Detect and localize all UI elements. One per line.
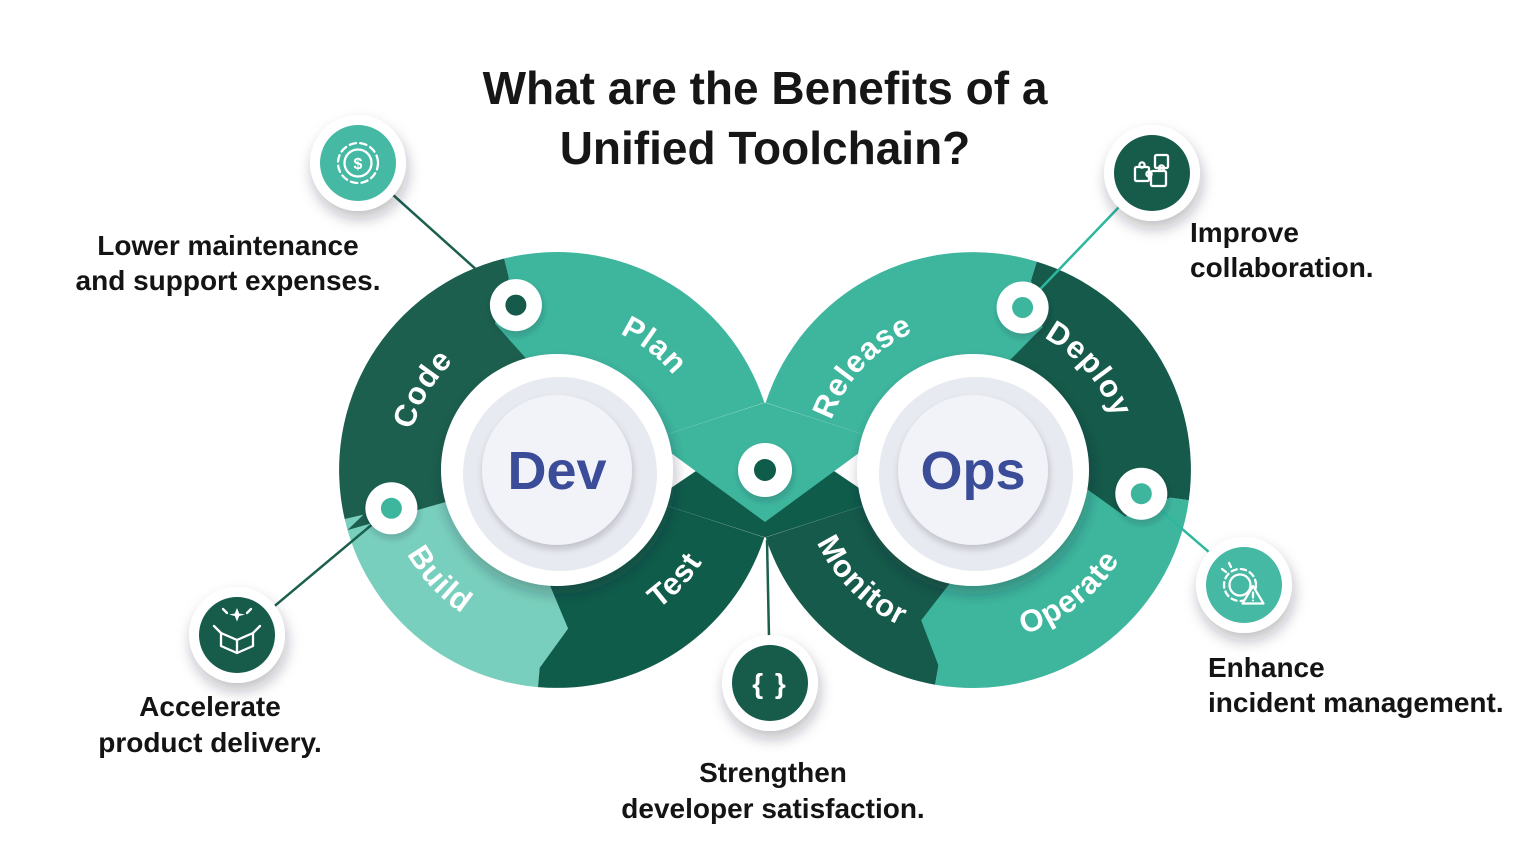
junction-marker-code-build [365, 482, 418, 535]
segment-deploy [1002, 261, 1191, 501]
segment-build [344, 492, 549, 688]
benefit-improve-collaboration: Improve collaboration. [1190, 217, 1374, 283]
braces-glyph: { } [752, 668, 788, 699]
benefit-text: Lower maintenance [97, 230, 358, 261]
junction-markers [365, 279, 1168, 535]
ops-label: Ops [920, 441, 1025, 501]
gear-alert-icon [1196, 537, 1292, 633]
benefit-developer-satisfaction: Strengthen developer satisfaction. [621, 757, 924, 824]
benefit-text: and support expenses. [76, 265, 381, 296]
benefit-accelerate-delivery: Accelerate product delivery. [98, 691, 322, 758]
code-braces-icon: { } [722, 635, 818, 731]
junction-marker-deploy-operate [1115, 467, 1168, 520]
puzzle-icon [1104, 125, 1200, 221]
page-title: What are the Benefits of a Unified Toolc… [483, 62, 1048, 174]
junction-marker-plan-code [489, 279, 542, 332]
benefit-text: Accelerate [139, 691, 281, 722]
build-arrowhead [526, 569, 569, 686]
connector-strengthen [765, 539, 771, 638]
dollar-glyph: $ [354, 156, 363, 173]
segment-test [538, 500, 765, 688]
dollar-gear-icon: $ [310, 115, 406, 211]
benefit-text: Strengthen [699, 757, 847, 788]
junction-marker-release-deploy [996, 281, 1049, 334]
benefit-text: developer satisfaction. [621, 793, 924, 824]
segment-plan [504, 252, 765, 440]
title-line-2: Unified Toolchain? [560, 122, 971, 174]
benefit-text: Enhance [1208, 652, 1325, 683]
benefit-text: product delivery. [98, 727, 322, 758]
dev-core-disc: Dev [441, 354, 673, 586]
benefit-incident-management: Enhance incident management. [1208, 652, 1504, 718]
ops-core-disc: Ops [857, 354, 1089, 586]
title-line-1: What are the Benefits of a [483, 62, 1048, 114]
open-box-icon [189, 587, 285, 683]
junction-marker-center [738, 443, 792, 497]
dev-label: Dev [507, 441, 606, 501]
segment-code [339, 258, 533, 520]
segment-operate [935, 483, 1189, 689]
benefit-lower-maintenance: Lower maintenance and support expenses. [76, 230, 381, 296]
segment-release [765, 252, 1037, 440]
dev-loop [339, 252, 765, 688]
benefit-text: collaboration. [1190, 252, 1374, 283]
connector-lower-maintenance [392, 194, 517, 307]
operate-arrowhead [921, 569, 961, 687]
benefit-text: Improve [1190, 217, 1299, 248]
benefit-text: incident management. [1208, 687, 1504, 718]
